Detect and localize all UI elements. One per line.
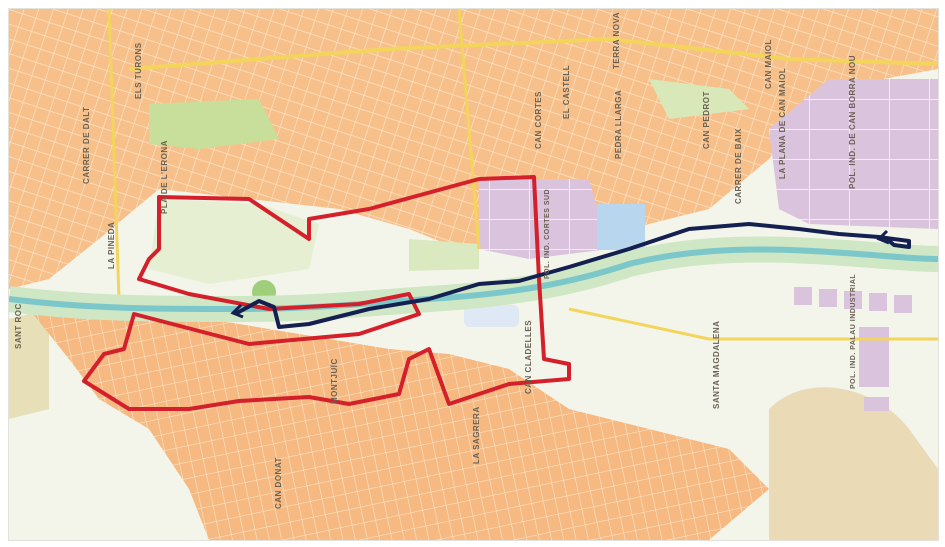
- industrial-block-6: [859, 327, 889, 387]
- water-basin: [597, 204, 645, 250]
- map-viewport[interactable]: ELS TURONS CARRER DE DALT PLA DE L'ERONA…: [8, 8, 939, 541]
- industrial-zone-cortes: [479, 179, 609, 259]
- label-can-donat: CAN DONAT: [274, 457, 283, 509]
- park-north: [149, 99, 279, 149]
- green-strip-ne: [649, 79, 749, 119]
- label-terra-nova: TERRA NOVA: [612, 12, 621, 69]
- urban-area-south: [29, 299, 769, 540]
- forest-area-se: [769, 387, 938, 540]
- industrial-block-7: [864, 397, 889, 411]
- label-can-pedrot: CAN PEDROT: [702, 91, 711, 149]
- label-carrer-baix: CARRER DE BAIX: [734, 128, 743, 204]
- industrial-block-2: [819, 289, 837, 307]
- industrial-block-1: [794, 287, 812, 305]
- label-la-pineda: LA PINEDA: [107, 222, 116, 269]
- label-pla-llerona: PLA DE L'ERONA: [160, 140, 169, 214]
- river: [9, 246, 938, 313]
- label-la-sagrera: LA SAGRERA: [472, 406, 481, 464]
- industrial-block-4: [869, 293, 887, 311]
- label-els-turons: ELS TURONS: [134, 42, 143, 99]
- label-pol-ind-can-borra: POL. IND. DE CAN BORRA NOU: [848, 55, 857, 189]
- map-canvas[interactable]: ELS TURONS CARRER DE DALT PLA DE L'ERONA…: [9, 9, 938, 540]
- label-santa-magdalena: SANTA MAGDALENA: [712, 321, 721, 409]
- label-can-maiol: CAN MAIOL: [764, 39, 773, 89]
- label-sant-roc: SANT ROC: [14, 303, 23, 349]
- red-route[interactable]: [82, 175, 571, 411]
- label-can-cortes: CAN CORTES: [534, 91, 543, 149]
- main-road-west: [107, 9, 121, 300]
- green-field-center: [409, 239, 479, 271]
- main-road-south: [568, 307, 938, 341]
- label-pol-ind-sud: POL. IND. CORTES SUD: [544, 189, 551, 279]
- main-road-center: [457, 9, 481, 250]
- navy-route-start-arrow-icon: [230, 303, 244, 319]
- industrial-block-3: [844, 291, 862, 309]
- label-la-plana: LA PLANA DE CAN MAIOL: [778, 68, 787, 179]
- main-road-north: [128, 36, 938, 71]
- forest-area-w: [9, 309, 49, 419]
- label-can-cladelles: CAN CLADELLES: [524, 320, 533, 394]
- sports-complex: [464, 305, 519, 327]
- industrial-zone-can-borra: [769, 79, 938, 229]
- navy-route[interactable]: [235, 222, 911, 329]
- label-pol-ind-palau: POL. IND. PALAU INDUSTRIAL: [850, 274, 857, 389]
- green-space-west: [149, 199, 319, 284]
- label-carrer-dalt: CARRER DE DALT: [82, 106, 91, 184]
- urban-area-north: [9, 9, 938, 289]
- label-el-castell: EL CASTELL: [562, 65, 571, 119]
- label-montjuic: MONTJUÏC: [330, 358, 339, 404]
- label-pedra-llarga: PEDRA LLARGA: [614, 90, 623, 159]
- navy-route-arrow-icon: [876, 229, 890, 245]
- industrial-block-5: [894, 295, 912, 313]
